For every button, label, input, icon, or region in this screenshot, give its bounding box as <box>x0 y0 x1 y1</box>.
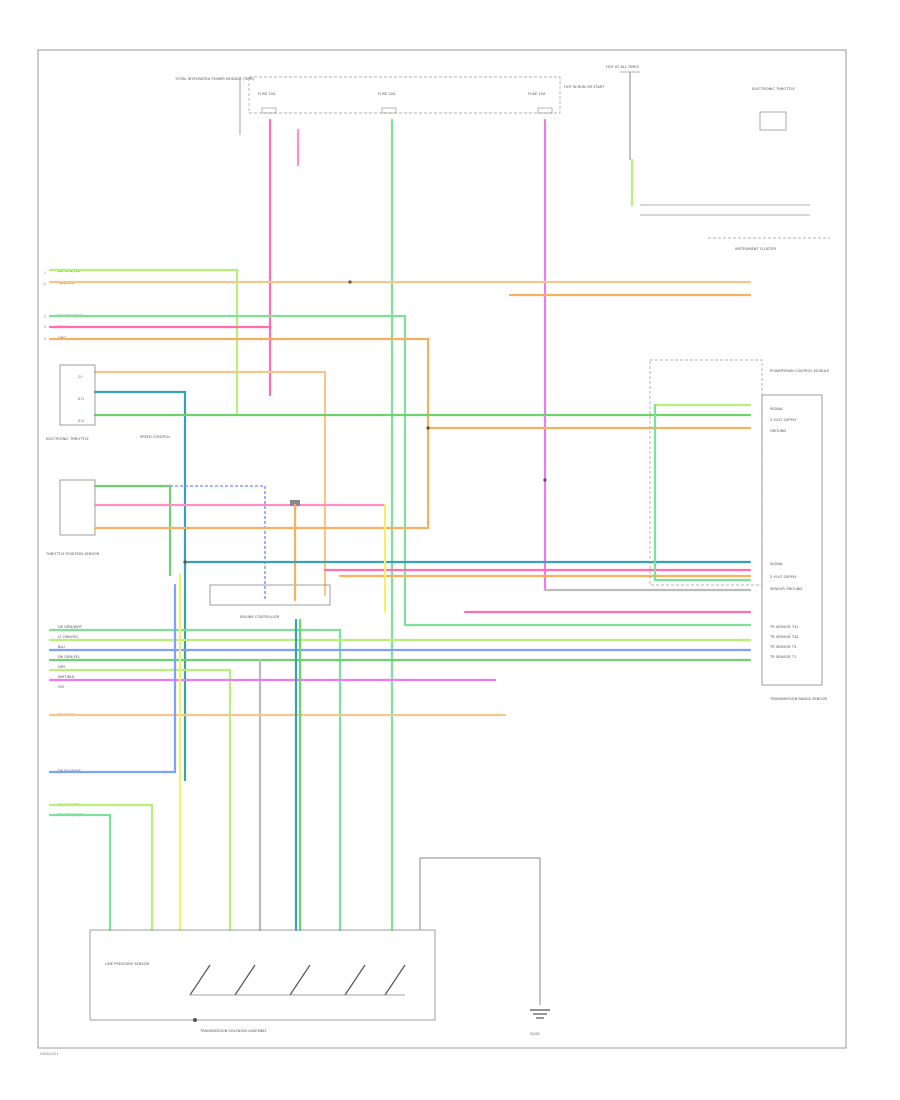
pin-5v-b: 5 VOLT SUPPLY <box>770 575 797 579</box>
wire-label-12: VIO <box>58 685 65 689</box>
transmission-solenoid-block: TRANSMISSION SOLENOID ASSEMBLY LINE PRES… <box>89 929 436 1033</box>
pcm-block: POWERTRAIN CONTROL MODULE SIGNAL 5 VOLT … <box>649 359 830 701</box>
instrument-cluster-block: INSTRUMENT CLUSTER <box>640 204 830 251</box>
wire-dgwt-pcm-loop <box>653 403 752 582</box>
wire-lower-15 <box>48 803 154 932</box>
hot-at-all-times-block: HOT AT ALL TIMES <box>606 65 640 160</box>
svg-text:5: 5 <box>44 337 46 341</box>
electronic-throttle-label: ELECTRONIC THROTTLE <box>752 87 796 91</box>
diagram-frame <box>37 49 847 1049</box>
wire-dgwt-loop <box>48 314 752 627</box>
fuse-b-label: FUSE 20A <box>378 92 396 96</box>
svg-text:1: 1 <box>44 271 46 275</box>
wire-lgyl-left <box>48 268 239 417</box>
tps-label: THROTTLE POSITION SENSOR <box>45 552 100 556</box>
engine-controller-label: ENGINE CONTROLLER <box>240 615 280 619</box>
tps-block: THROTTLE POSITION SENSOR <box>45 479 100 556</box>
left-connector-rows: 1 2 3 4 5 DK GRN/YEL TAN/ORG DK GRN/WHT … <box>44 269 83 341</box>
pin-ground-a: GROUND <box>770 429 786 433</box>
lower-left-rows: DK GRN/WHT LT GRN/YEL BLU DK GRN/YEL GRY… <box>57 625 83 817</box>
wire-dkblue-vert <box>93 390 187 782</box>
pin-tr-41: TR SENSOR T41 <box>769 625 799 629</box>
fuse-c-label: FUSE 15A <box>528 92 546 96</box>
pin-signal-a: SIGNAL <box>770 407 783 411</box>
wire-orange-left <box>48 337 430 530</box>
transmission-solenoid-label: TRANSMISSION SOLENOID ASSEMBLY <box>199 1029 268 1033</box>
figure-id: G00344311 <box>40 1052 59 1056</box>
wire-label-9: DK GRN/YEL <box>58 655 80 659</box>
wire-label-11: WHT/BLK <box>58 675 75 679</box>
wire-label-7: LT GRN/YEL <box>58 635 79 639</box>
engine-controller-block: ENGINE CONTROLLER <box>209 500 331 619</box>
pin-5v-a: 5 VOLT SUPPLY <box>770 418 797 422</box>
fuse-a-label: FUSE 10A <box>258 92 276 96</box>
wire-label-10: GRY <box>58 665 66 669</box>
svg-text:4: 4 <box>44 325 46 329</box>
wire-label-6: DK GRN/WHT <box>58 625 83 629</box>
hot-run-label: HOT IN RUN OR START <box>564 85 605 89</box>
pcm-label: POWERTRAIN CONTROL MODULE <box>770 369 830 373</box>
tipm-label: TOTAL INTEGRATED POWER MODULE (TIPM) <box>174 77 255 81</box>
pin-signal-b: SIGNAL <box>770 562 783 566</box>
wire-lower-14 <box>48 583 177 774</box>
svg-text:D1: D1 <box>78 375 82 379</box>
wire-tan-left2 <box>93 370 327 597</box>
ground-block: G105 <box>419 857 550 1036</box>
pin-tr-42: TR SENSOR T42 <box>769 635 799 639</box>
wire-dgyl-tps <box>93 484 172 577</box>
svg-text:B14: B14 <box>78 419 84 423</box>
instrument-cluster-label: INSTRUMENT CLUSTER <box>735 247 776 251</box>
svg-text:2: 2 <box>44 282 46 286</box>
svg-text:B13: B13 <box>78 397 84 401</box>
wire-lower-11 <box>48 668 232 932</box>
ground-label: G105 <box>530 1032 540 1036</box>
hot-at-all-times-label: HOT AT ALL TIMES <box>606 65 640 69</box>
speed-control-label: SPEED CONTROL <box>140 435 170 439</box>
line-pressure-label: LINE PRESSURE SENSOR <box>105 962 150 966</box>
ets-label: ELECTRONIC THROTTLE <box>46 437 90 441</box>
svg-text:3: 3 <box>44 315 46 319</box>
tcm-label: TRANSMISSION RANGE SENSOR <box>769 697 827 701</box>
throttle-sensor-block: D1 B13 B14 ELECTRONIC THROTTLE SPEED CON… <box>46 364 170 441</box>
wire-lower-16 <box>48 813 112 932</box>
wire-lower-6 <box>48 628 342 932</box>
pin-tr-3: TR SENSOR T3 <box>769 645 796 649</box>
tipm-block: TOTAL INTEGRATED POWER MODULE (TIPM) FUS… <box>174 76 605 135</box>
pin-tr-1: TR SENSOR T1 <box>769 655 796 659</box>
wire-label-8: BLU <box>58 645 65 649</box>
pin-sensor-ground: SENSOR GROUND <box>770 587 802 591</box>
electronic-throttle-block: ELECTRONIC THROTTLE <box>752 87 796 131</box>
